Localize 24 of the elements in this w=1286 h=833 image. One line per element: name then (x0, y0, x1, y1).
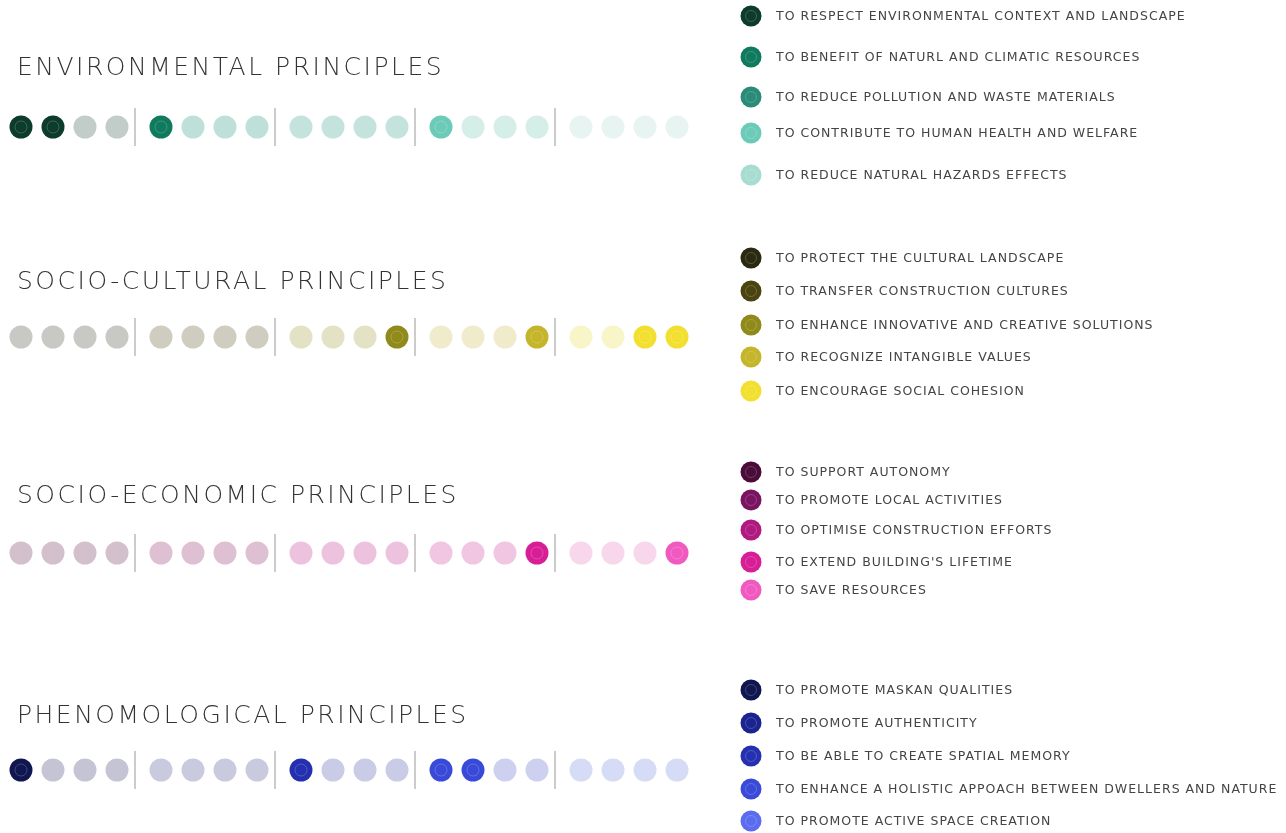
legend-text: TO PROMOTE LOCAL ACTIVITIES (776, 492, 1003, 508)
section-heading: SOCIO-ECONOMIC PRINCIPLES (17, 480, 459, 509)
legend-text: TO SAVE RESOURCES (776, 582, 927, 598)
legend-text: TO PROMOTE AUTHENTICITY (776, 715, 978, 731)
section-heading: PHENOMOLOGICAL PRINCIPLES (17, 700, 469, 729)
legend-text: TO BE ABLE TO CREATE SPATIAL MEMORY (776, 748, 1071, 764)
section-heading: SOCIO-CULTURAL PRINCIPLES (17, 266, 449, 295)
legend-text: TO RECOGNIZE INTANGIBLE VALUES (776, 349, 1032, 365)
legend-text: TO OPTIMISE CONSTRUCTION EFFORTS (776, 522, 1053, 538)
legend-text: TO SUPPORT AUTONOMY (776, 464, 951, 480)
section-heading: ENVIRONMENTAL PRINCIPLES (17, 52, 445, 81)
legend-text: TO REDUCE NATURAL HAZARDS EFFECTS (776, 167, 1068, 183)
legend-text: TO REDUCE POLLUTION AND WASTE MATERIALS (776, 89, 1116, 105)
legend-text: TO BENEFIT OF NATURL AND CLIMATIC RESOURCES (776, 49, 1141, 65)
legend-text: TO ENCOURAGE SOCIAL COHESION (776, 383, 1025, 399)
legend-text: TO TRANSFER CONSTRUCTION CULTURES (776, 283, 1069, 299)
legend-text: TO ENHANCE INNOVATIVE AND CREATIVE SOLUTIONS (776, 317, 1154, 333)
legend-text: TO RESPECT ENVIRONMENTAL CONTEXT AND LANDSCAPE (776, 8, 1186, 24)
legend-text: TO PROTECT THE CULTURAL LANDSCAPE (776, 250, 1065, 266)
legend-text: TO PROMOTE MASKAN QUALITIES (776, 682, 1014, 698)
legend-text: TO EXTEND BUILDING'S LIFETIME (776, 554, 1013, 570)
legend-text: TO CONTRIBUTE TO HUMAN HEALTH AND WELFARE (776, 125, 1139, 141)
legend-text: TO ENHANCE A HOLISTIC APPOACH BETWEEN DWELLERS AND NATURE (776, 781, 1278, 797)
legend-text: TO PROMOTE ACTIVE SPACE CREATION (776, 813, 1052, 829)
